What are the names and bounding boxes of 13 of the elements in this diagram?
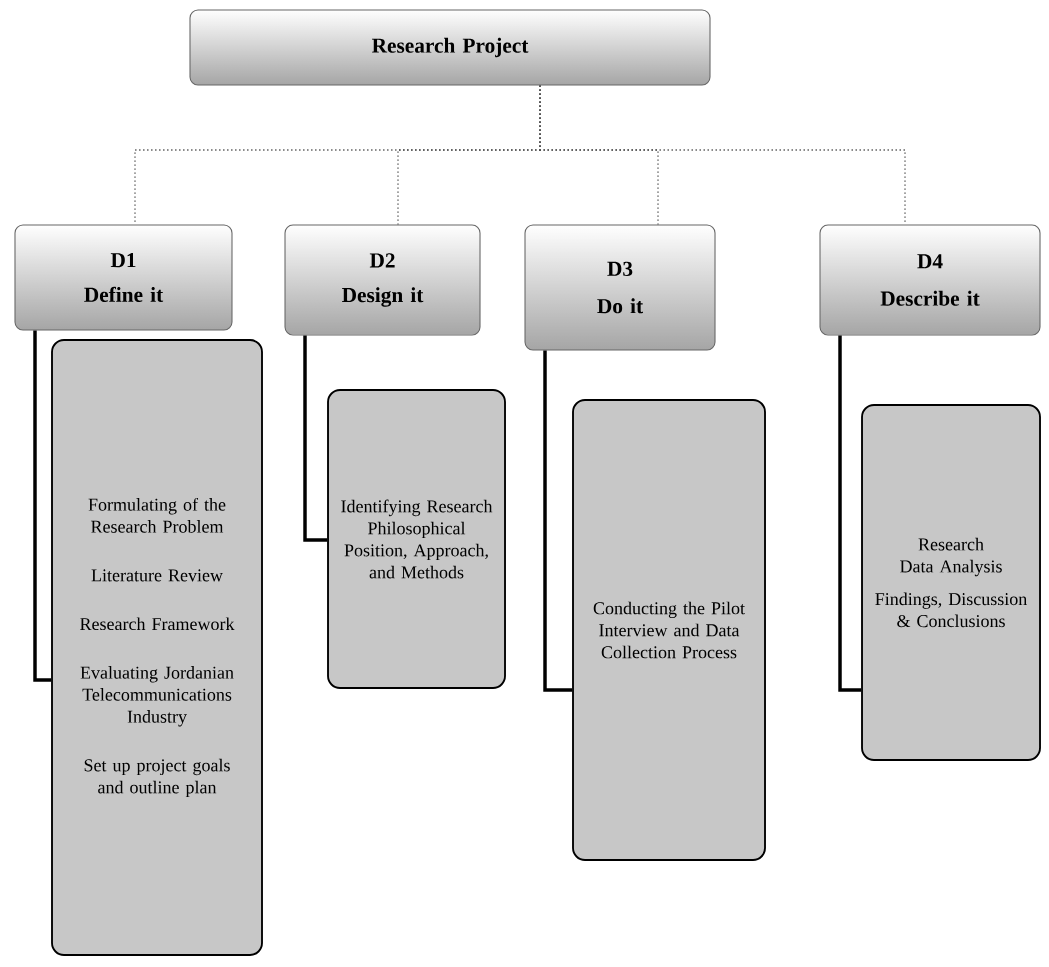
phase-box: D1 Define it xyxy=(14,224,233,331)
phase-box: D2 Design it xyxy=(284,224,481,336)
task-box: Formulating of the Research Problem Literature Review Research Framework Evaluating Jordanian Telecommunications Industry Set up project goals and outline plan xyxy=(51,339,263,956)
connector-line xyxy=(543,350,573,692)
phase-box: D4 Describe it xyxy=(819,224,1041,336)
task-box: Research Data Analysis Findings, Discussion & Conclusions xyxy=(861,404,1041,761)
connector-line xyxy=(838,335,862,692)
connector-line xyxy=(303,335,328,542)
task-box: Identifying Research Philosophical Position, Approach, and Methods xyxy=(327,389,506,689)
title-box: Research Project xyxy=(189,9,711,86)
connector-line xyxy=(33,330,52,682)
task-box: Conducting the Pilot Interview and Data Collection Process xyxy=(572,399,766,861)
phase-box: D3 Do it xyxy=(524,224,716,351)
